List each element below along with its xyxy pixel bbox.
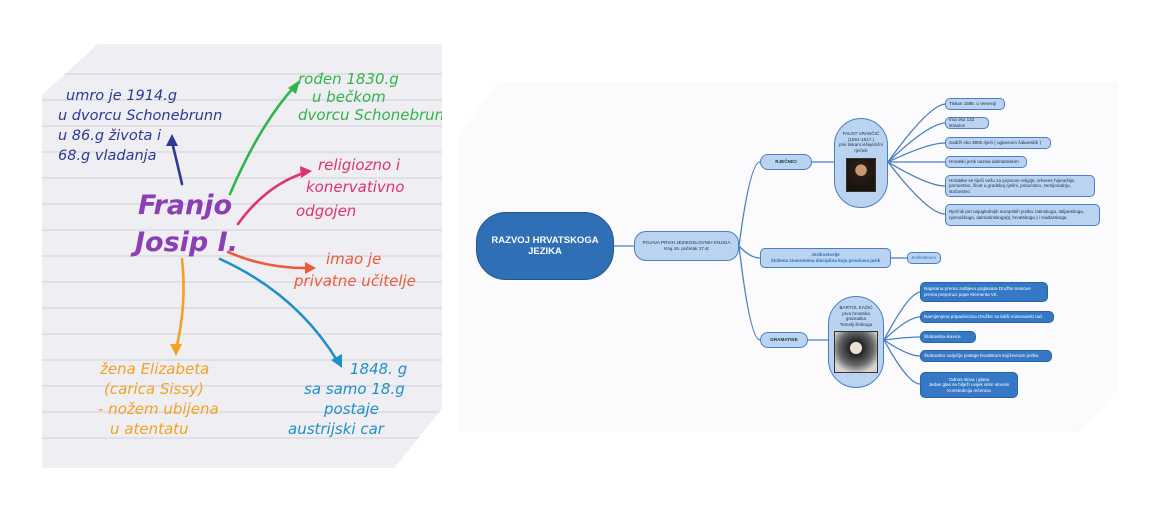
gramatike-item-2[interactable]: Štokavska ikavica <box>920 331 976 343</box>
kasic-node[interactable]: BARTOL KAŠIĆ prva hrvatska gramatika Tem… <box>828 296 884 388</box>
gramatike-item-4-l2: Jedan glas se bilježi uvijek istim slovo… <box>928 382 1010 388</box>
religion-l1: religiozno i <box>318 156 401 174</box>
emperor-l3: postaje <box>323 400 379 418</box>
arrow-birth <box>228 84 297 196</box>
gramatike-node[interactable]: GRAMATIKE <box>760 332 808 348</box>
arrow-teacher <box>226 250 312 270</box>
wife-l4: u atentatu <box>110 420 189 438</box>
root-node[interactable]: RAZVOJ HRVATSKOGA JEZIKA <box>476 212 614 280</box>
emperor-l2: sa samo 18.g <box>304 380 405 398</box>
emperor-l1: 1848. g <box>350 360 407 378</box>
gramatike-item-1[interactable]: Namijenjena pripadnicima Družbe za lakši… <box>920 311 1054 323</box>
arrow-religion <box>236 170 309 226</box>
mindmap-screenshot: RAZVOJ HRVATSKOGA JEZIKA POJAVA PRVIH JE… <box>458 82 1118 432</box>
wife-l3: - nožem ubijena <box>98 400 219 418</box>
root-label: RAZVOJ HRVATSKOGA JEZIKA <box>491 235 599 257</box>
center-line1: Franjo <box>138 190 232 221</box>
death-l4: 68.g vladanja <box>58 148 157 164</box>
birth-l2: u bečkom <box>312 88 386 106</box>
rjecnici-label: RJEČNICI <box>775 159 797 165</box>
teacher-l1: imao je <box>326 250 381 268</box>
jezikoslovni-node[interactable]: Jezikoslovni <box>907 252 941 264</box>
teacher-l2: privatne učitelje <box>293 272 416 290</box>
death-l2: u dvorcu Schonebrunn <box>58 108 222 124</box>
birth-l1: rođen 1830.g <box>298 70 399 88</box>
wife-l1: žena Elizabeta <box>99 360 209 378</box>
kasic-l3: Temelji ilirskoga <box>839 321 873 327</box>
jezikoslovlje-l1: Jezikoslovlje <box>811 252 840 258</box>
jezikoslovlje-l2: Složena znanstvena disciplina koja prouč… <box>770 258 881 263</box>
gramatike-item-4-l1: Odnos slova i glasa <box>948 376 990 382</box>
religion-l3: odgojen <box>296 202 356 220</box>
kasic-l1: BARTOL KAŠIĆ <box>839 305 873 310</box>
kasic-l2: prva hrvatska gramatika <box>842 310 870 322</box>
rjecnici-node[interactable]: RJEČNICI <box>760 154 812 170</box>
hub-l1: POJAVA PRVIH JEZIKOSLOVNIH KNJIGA <box>642 240 731 246</box>
notebook-photo: Franjo Josip I. umro je 1914.g u dvorcu … <box>42 44 442 468</box>
wife-l2: (carica Sissy) <box>104 380 204 398</box>
jezikoslovlje-node[interactable]: Jezikoslovlje Složena znanstvena discipl… <box>760 248 891 268</box>
rjecnici-item-5[interactable]: Rječnik pet najuglednijih europskih jezi… <box>945 204 1100 226</box>
ruled-lines <box>42 73 442 439</box>
arrow-wife <box>174 257 185 352</box>
gramatike-item-3[interactable]: Štokavsko narječje postaje hrvatskom knj… <box>920 350 1052 362</box>
rjecnici-item-1[interactable]: Ima oko 132 stranice <box>945 117 989 129</box>
vrancic-l1: FAUST VRANČIĆ (1551-1617.) <box>842 131 880 142</box>
rjecnici-item-4[interactable]: Hrvatske se riječi vežu za pojmove relig… <box>945 175 1095 197</box>
emperor-l4: austrijski car <box>288 420 385 438</box>
arrow-emperor <box>218 257 340 364</box>
death-l1: umro je 1914.g <box>66 88 177 104</box>
rjecnici-item-2[interactable]: Sadrži oko 3800 riječi ( uglavnom čakavs… <box>945 137 1051 149</box>
rjecnici-item-0[interactable]: Tiskan 1595. u Veneciji <box>945 98 1005 110</box>
vrancic-l2: prvi tiskani višejezični rječnik <box>839 142 883 153</box>
gramatike-item-4[interactable]: Odnos slova i glasa Jedan glas se biljež… <box>920 372 1018 398</box>
religion-l2: konervativno <box>306 178 404 196</box>
hub-node[interactable]: POJAVA PRVIH JEZIKOSLOVNIH KNJIGA Kraj 1… <box>634 231 739 261</box>
gramatike-label: GRAMATIKE <box>770 337 798 343</box>
notebook-drawing: Franjo Josip I. umro je 1914.g u dvorcu … <box>42 70 442 439</box>
mindmap-connectors <box>614 103 946 385</box>
rjecnici-item-3[interactable]: Hrvatski jezik naziva dalmatinskim <box>945 156 1027 168</box>
vrancic-portrait <box>846 158 876 193</box>
center-line2: Josip I. <box>130 227 238 258</box>
vrancic-node[interactable]: FAUST VRANČIĆ (1551-1617.) prvi tiskani … <box>834 118 888 208</box>
kasic-portrait <box>834 331 878 374</box>
birth-l3: dvorcu Schonebrunn <box>298 106 442 124</box>
gramatike-item-0[interactable]: Napisana prema zahtjevu poglavara Družbe… <box>920 282 1048 302</box>
death-l3: u 86.g života i <box>58 128 161 144</box>
hub-l2: Kraj 16. početak 17.st <box>664 246 709 251</box>
gramatike-item-4-l3: Konstrukcija rečenica <box>947 387 991 393</box>
